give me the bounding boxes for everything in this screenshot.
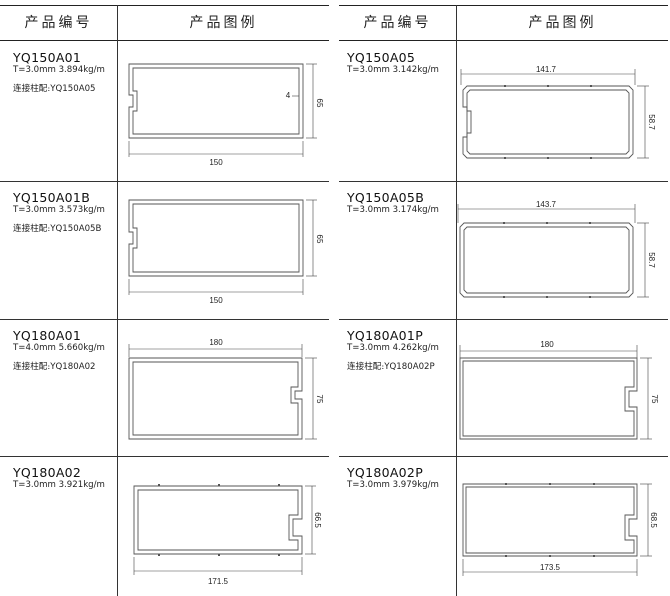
- dim-height: 75: [315, 395, 324, 404]
- table-row: YQ150A05B T=3.0mm 3.174kg/m 143.7 58.7: [339, 181, 668, 320]
- dim-width: 141.7: [536, 65, 557, 74]
- connector-code: YQ150A05B: [50, 224, 102, 234]
- product-spec: T=3.0mm 3.979kg/m: [347, 480, 439, 490]
- dim-width: 180: [540, 340, 554, 349]
- profile-outer: [128, 199, 304, 277]
- product-spec: T=3.0mm 3.921kg/m: [13, 480, 105, 490]
- product-code: YQ180A02P: [347, 465, 424, 480]
- table-header: 产品编号 产品图例: [339, 5, 668, 41]
- profile-outer: [462, 483, 638, 557]
- dim-width: 150: [209, 158, 223, 167]
- dim-height: 68.5: [649, 512, 658, 528]
- product-info: YQ150A01 T=3.0mm 3.894kg/m 连接柱配:YQ150A05: [13, 50, 117, 95]
- product-code: YQ180A01: [13, 328, 82, 343]
- profile-drawing: 66.5 171.5: [133, 484, 322, 586]
- header-product-code: 产品编号: [363, 15, 432, 31]
- table-row: YQ150A01B T=3.0mm 3.573kg/m 连接柱配:YQ150A0…: [0, 181, 329, 320]
- connector-label: 连接柱配:: [13, 224, 51, 234]
- connector-info: 连接柱配:YQ180A02: [13, 362, 117, 373]
- table-row: YQ180A01P T=3.0mm 4.262kg/m 连接柱配:YQ180A0…: [339, 319, 668, 457]
- profile-drawing: 143.7 58.7: [457, 200, 656, 298]
- profile-inner: [132, 203, 300, 273]
- profile-drawing: 65 150 4: [128, 63, 324, 167]
- profile-outer: [133, 485, 303, 555]
- product-table-right: 产品编号 产品图例 YQ150A05 T=3.0mm 3.142kg/m: [339, 5, 668, 596]
- product-spec: T=3.0mm 4.262kg/m: [347, 343, 439, 353]
- profile-drawing: 180 75: [459, 340, 659, 440]
- header-product-image: 产品图例: [528, 15, 597, 31]
- profile-inner: [466, 89, 630, 155]
- product-spec: T=4.0mm 5.660kg/m: [13, 343, 105, 353]
- product-code: YQ150A05B: [347, 190, 425, 205]
- product-info: YQ180A01P T=3.0mm 4.262kg/m 连接柱配:YQ180A0…: [347, 328, 451, 373]
- dim-height: 65: [315, 99, 324, 108]
- connector-info: 连接柱配:YQ150A05B: [13, 224, 117, 235]
- product-info: YQ180A01 T=4.0mm 5.660kg/m 连接柱配:YQ180A02: [13, 328, 117, 373]
- product-spec: T=3.0mm 3.142kg/m: [347, 65, 439, 75]
- product-info: YQ180A02 T=3.0mm 3.921kg/m: [13, 465, 117, 491]
- profile-outer: [462, 85, 634, 159]
- connector-info: 连接柱配:YQ150A05: [13, 84, 117, 95]
- profile-inner: [137, 489, 299, 551]
- product-code: YQ150A01: [13, 50, 82, 65]
- product-info: YQ180A02P T=3.0mm 3.979kg/m: [347, 465, 451, 491]
- table-row: YQ180A02 T=3.0mm 3.921kg/m 66.5 171.5: [0, 456, 329, 596]
- dim-height: 58.7: [647, 252, 656, 268]
- table-row: YQ150A01 T=3.0mm 3.894kg/m 连接柱配:YQ150A05…: [0, 41, 329, 182]
- product-spec: T=3.0mm 3.174kg/m: [347, 205, 439, 215]
- profile-inner: [132, 361, 299, 436]
- connector-label: 连接柱配:: [13, 362, 51, 372]
- connector-label: 连接柱配:: [13, 84, 51, 94]
- header-product-code: 产品编号: [24, 15, 93, 31]
- dim-width: 180: [209, 338, 223, 347]
- product-code: YQ180A02: [13, 465, 82, 480]
- profile-inner: [132, 67, 300, 135]
- product-spec: T=3.0mm 3.894kg/m: [13, 65, 105, 75]
- dim-width: 171.5: [208, 577, 229, 586]
- dim-width: 150: [209, 296, 223, 305]
- product-table-left: 产品编号 产品图例 YQ150A01 T=3.0mm 3.894kg/m 连接柱…: [0, 5, 329, 596]
- table-row: YQ180A02P T=3.0mm 3.979kg/m 68.5 173.5: [339, 456, 668, 596]
- table-row: YQ150A05 T=3.0mm 3.142kg/m 141.7 58.7: [339, 41, 668, 182]
- header-product-image: 产品图例: [189, 15, 258, 31]
- connector-code: YQ150A05: [50, 84, 96, 94]
- profile-outer: [459, 357, 638, 440]
- product-code: YQ150A01B: [13, 190, 91, 205]
- profile-inner: [462, 360, 635, 437]
- profile-outer: [459, 222, 634, 298]
- profile-drawing: 141.7 58.7: [460, 65, 656, 159]
- connector-label: 连接柱配:: [347, 362, 385, 372]
- column-divider: [456, 5, 457, 596]
- profile-outer: [128, 357, 303, 440]
- connector-code: YQ180A02: [50, 362, 96, 372]
- profile-drawing: 68.5 173.5: [462, 483, 658, 576]
- dim-width: 143.7: [536, 200, 557, 209]
- connector-code: YQ180A02P: [384, 362, 435, 372]
- dim-height: 58.7: [647, 114, 656, 130]
- dim-wall: 4: [286, 91, 291, 100]
- profile-outer: [128, 63, 304, 139]
- profile-drawing: 65 150: [128, 199, 324, 305]
- product-spec: T=3.0mm 3.573kg/m: [13, 205, 105, 215]
- column-divider: [117, 5, 118, 596]
- dim-height: 66.5: [313, 512, 322, 528]
- connector-info: 连接柱配:YQ180A02P: [347, 362, 451, 373]
- table-header: 产品编号 产品图例: [0, 5, 329, 41]
- dim-width: 173.5: [540, 563, 561, 572]
- profile-inner: [463, 226, 630, 294]
- product-info: YQ150A05 T=3.0mm 3.142kg/m: [347, 50, 451, 76]
- dim-height: 75: [650, 395, 659, 404]
- profile-inner: [465, 486, 635, 554]
- table-row: YQ180A01 T=4.0mm 5.660kg/m 连接柱配:YQ180A02…: [0, 319, 329, 457]
- product-info: YQ150A01B T=3.0mm 3.573kg/m 连接柱配:YQ150A0…: [13, 190, 117, 235]
- product-info: YQ150A05B T=3.0mm 3.174kg/m: [347, 190, 451, 216]
- profile-drawing: 180 75: [128, 338, 324, 440]
- product-code: YQ150A05: [347, 50, 416, 65]
- dim-height: 65: [315, 235, 324, 244]
- product-code: YQ180A01P: [347, 328, 424, 343]
